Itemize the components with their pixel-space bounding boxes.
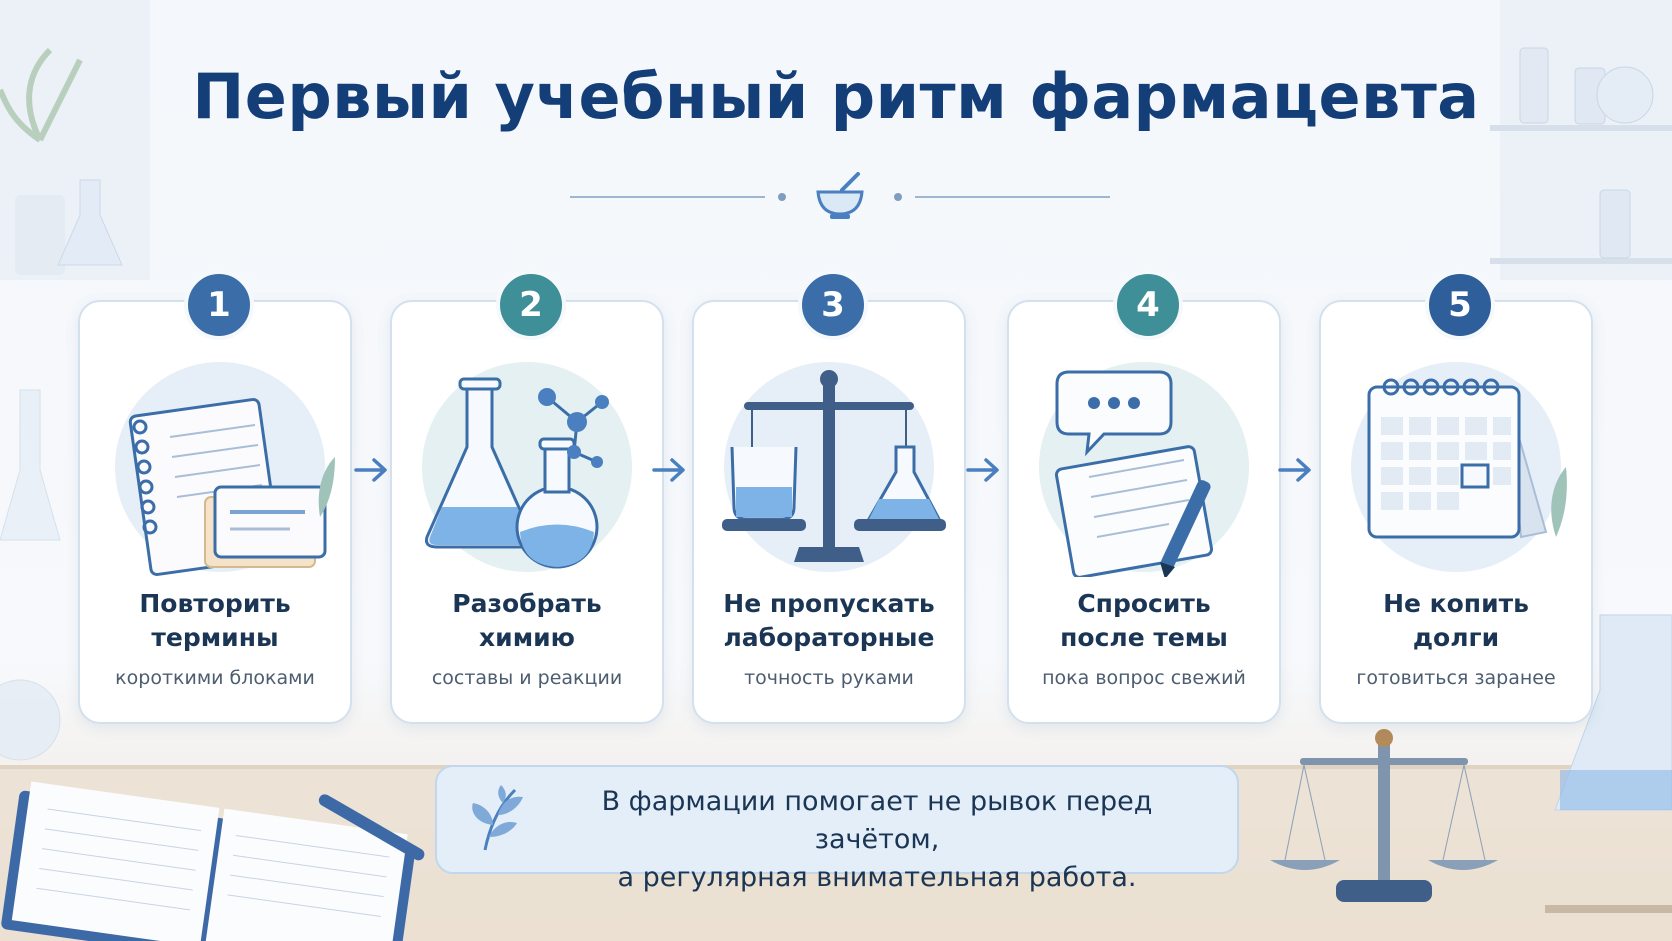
arrow-right-icon: [966, 458, 999, 482]
step-card-3: 3 Не пропускать лабораторные точность ру…: [692, 270, 966, 724]
step-number-badge: 3: [798, 270, 868, 340]
step-subtitle: пока вопрос свежий: [1042, 667, 1246, 689]
summary-text: В фармации помогает не рывок перед зачёт…: [601, 786, 1153, 893]
step-title: Разобрать химию: [452, 589, 602, 652]
step-number-badge: 4: [1113, 270, 1183, 340]
notebook-cards-icon: [115, 362, 335, 576]
step-number-badge: 2: [496, 270, 566, 340]
chat-notebook-icon: [1039, 362, 1249, 577]
arrow-right-icon: [652, 458, 685, 482]
step-number-badge: 5: [1425, 270, 1495, 340]
step-card-2: 2 Разобрать химию составы и реакции: [390, 270, 664, 724]
arrow-right-icon: [1278, 458, 1311, 482]
step-title: Повторить термины: [139, 589, 291, 652]
step-title: Не копить долги: [1383, 589, 1529, 652]
step-subtitle: короткими блоками: [115, 667, 315, 689]
title-divider: [570, 172, 1110, 219]
calendar-icon: [1351, 362, 1567, 572]
scales-decor: [1270, 729, 1498, 902]
notebook-decor: [1, 781, 425, 941]
step-number-badge: 1: [184, 270, 254, 340]
page-title: Первый учебный ритм фармацевта: [192, 60, 1480, 133]
arrow-right-icon: [354, 458, 387, 482]
step-card-5: 5 Не копить долги готовиться заранее: [1319, 270, 1593, 724]
flasks-molecule-icon: [422, 362, 632, 572]
scales-icon: [722, 362, 946, 572]
step-card-1: 1 Повторить термины короткими блоками: [78, 270, 352, 724]
summary-note: В фармации помогает не рывок перед зачёт…: [435, 765, 1239, 893]
step-title: Не пропускать лабораторные: [723, 589, 935, 652]
step-card-4: 4 Спросить после темы пока вопрос свежий: [1007, 270, 1281, 724]
step-subtitle: составы и реакции: [431, 667, 623, 689]
step-subtitle: точность руками: [744, 667, 914, 689]
mortar-pestle-icon: [816, 172, 864, 219]
step-subtitle: готовиться заранее: [1356, 667, 1556, 689]
step-title: Спросить после темы: [1060, 589, 1228, 652]
leaf-icon: [472, 785, 523, 851]
